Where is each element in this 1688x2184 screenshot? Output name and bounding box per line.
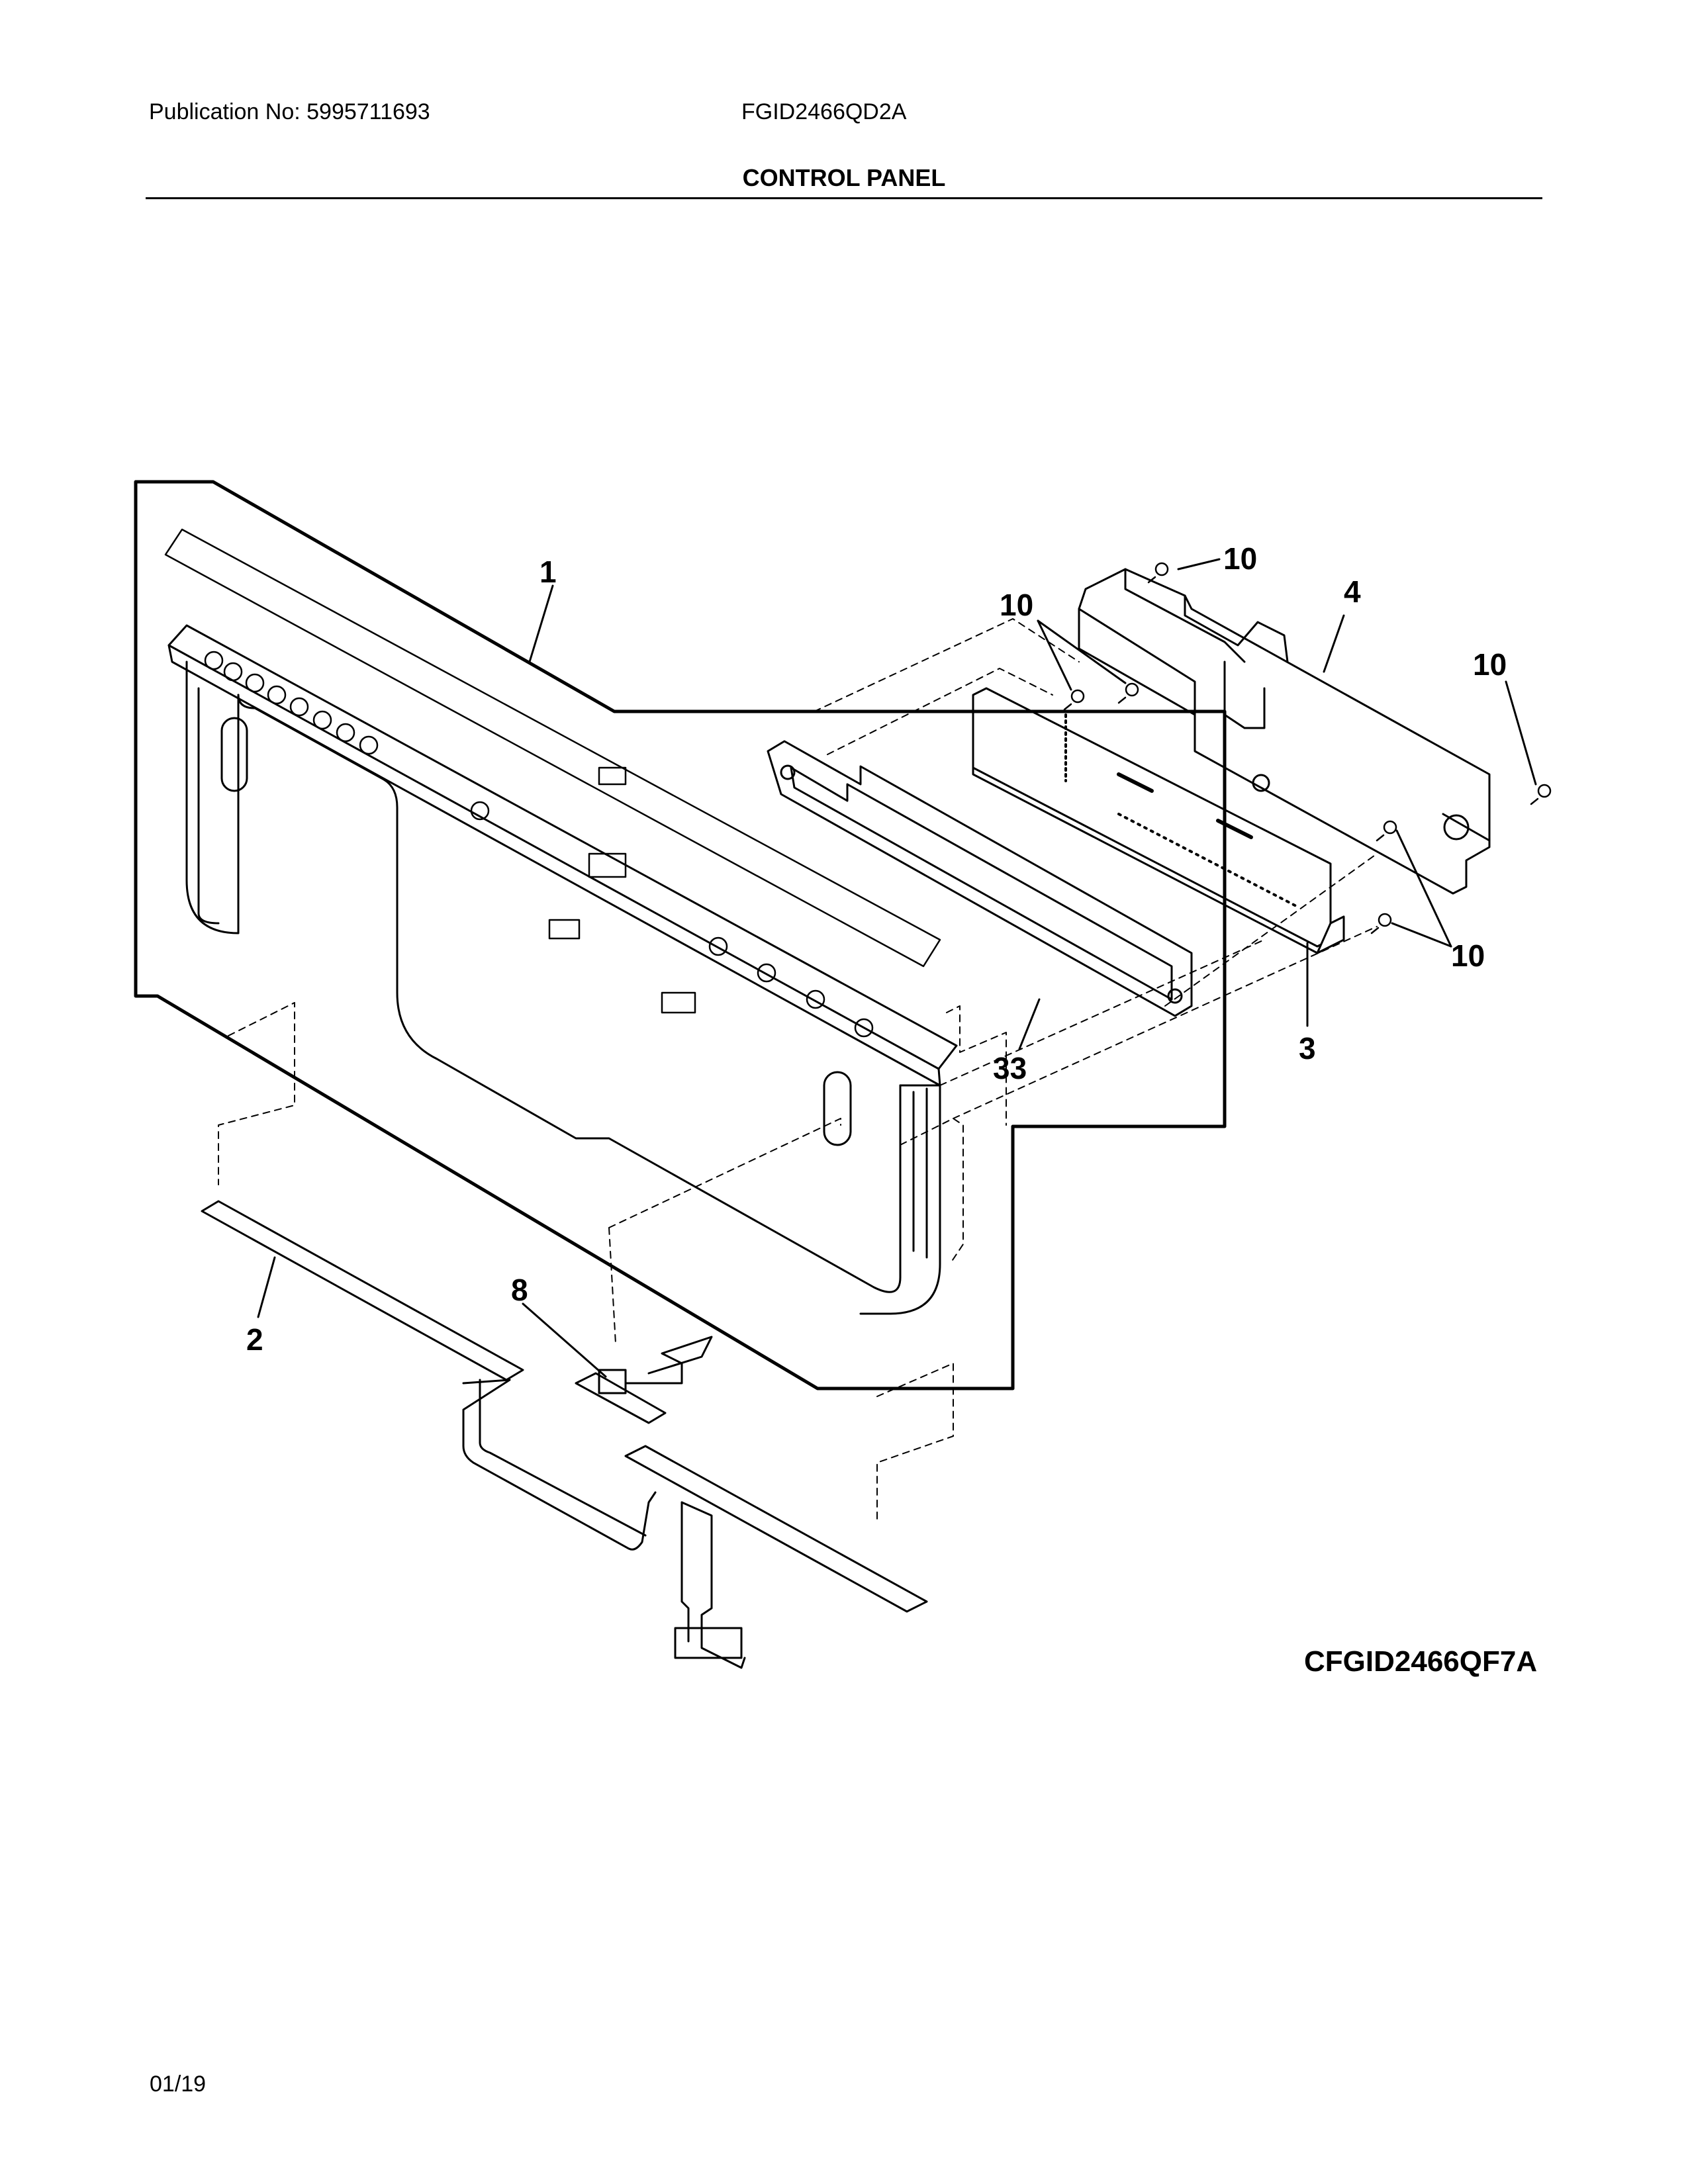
callout-10-right: 10 [1473, 647, 1507, 682]
callout-10-top: 10 [1223, 541, 1257, 576]
callout-labels: 1 10 10 4 10 10 3 33 8 2 [246, 541, 1507, 1357]
board-cover [1078, 568, 1491, 895]
keyboard-strip [201, 1200, 928, 1669]
control-board [972, 687, 1345, 954]
model-number: FGID2466QD2A [741, 99, 907, 124]
callout-10-bottom: 10 [1451, 938, 1485, 973]
overlay-strip [164, 528, 941, 968]
screws [1063, 562, 1552, 934]
callout-4: 4 [1344, 574, 1361, 609]
diagram-id: CFGID2466QF7A [1304, 1645, 1538, 1678]
publication-number: Publication No: 5995711693 [149, 99, 430, 124]
callout-3: 3 [1299, 1031, 1316, 1066]
callout-10-left: 10 [1000, 588, 1033, 622]
callout-2: 2 [246, 1322, 263, 1357]
assembly-lines [218, 618, 1378, 1523]
section-title: CONTROL PANEL [742, 164, 946, 191]
header-rule [146, 197, 1542, 199]
callout-1: 1 [539, 555, 557, 589]
callout-33: 33 [993, 1051, 1027, 1085]
switch-board [575, 1336, 713, 1424]
panel-buttons [204, 651, 874, 1038]
gasket [767, 740, 1193, 1017]
control-panel-housing [167, 624, 958, 1315]
assembly-outline [134, 480, 1227, 1390]
page-date: 01/19 [150, 2071, 207, 2097]
callout-8: 8 [511, 1273, 528, 1307]
leader-lines [257, 558, 1537, 1378]
